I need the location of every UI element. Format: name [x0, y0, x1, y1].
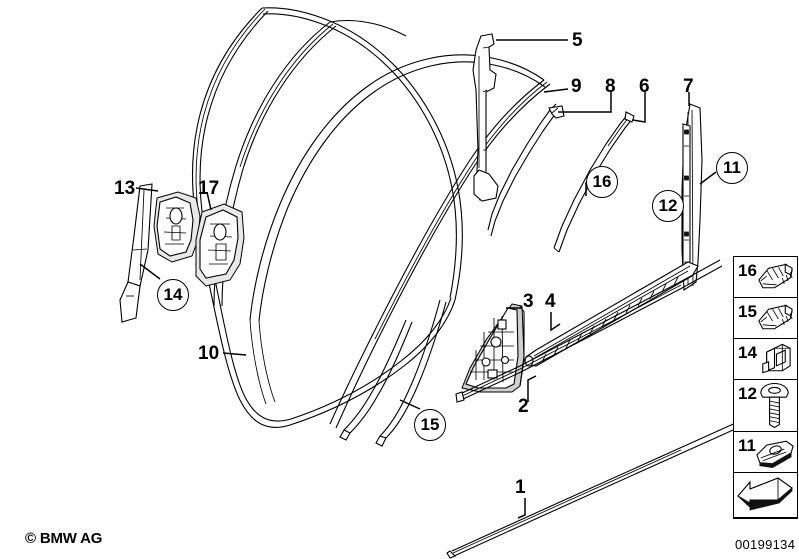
diagram-id: 00199134 — [735, 537, 796, 552]
screw-icon — [760, 382, 789, 429]
part-outer-belt-weatherstrip — [455, 259, 723, 403]
callout-7: 7 — [683, 76, 694, 97]
nut-clip-icon — [756, 440, 794, 469]
callout-circle-12: 12 — [652, 190, 684, 222]
legend-item-11: 11 — [734, 432, 797, 473]
legend-item-14: 14 — [734, 339, 797, 380]
callout-circle-16: 16 — [586, 166, 618, 198]
legend-number-14: 14 — [738, 343, 757, 362]
part-window-guide-rail — [472, 33, 499, 202]
part-window-channel-seal-front — [487, 103, 565, 237]
leader-lines — [135, 39, 717, 519]
legend-item-15: 15 — [734, 298, 797, 339]
legend-panel: 16 15 14 — [733, 256, 798, 519]
part-mirror-triangle-cover — [461, 303, 525, 393]
part-mounting-bracket-right — [195, 203, 245, 287]
callout-8: 8 — [605, 76, 616, 97]
callout-5: 5 — [572, 30, 583, 51]
part-door-window-frame-seal — [249, 54, 551, 429]
callout-17: 17 — [198, 178, 220, 199]
part-mounting-bracket-left — [119, 183, 201, 323]
legend-item-direction — [734, 473, 797, 518]
callout-1: 1 — [515, 477, 526, 498]
clip-strip-icon — [758, 263, 793, 289]
callout-circle-14: 14 — [157, 279, 189, 311]
part-b-pillar-trim-cover — [681, 103, 703, 291]
legend-number-11: 11 — [738, 436, 756, 455]
callout-circle-11: 11 — [716, 152, 748, 184]
legend-item-16: 16 — [734, 257, 797, 298]
callout-10: 10 — [198, 343, 220, 364]
legend-number-16: 16 — [738, 261, 757, 280]
part-door-sill-trim-strip — [446, 411, 763, 559]
callout-circle-15: 15 — [414, 409, 446, 441]
callout-3: 3 — [523, 291, 534, 312]
callout-4: 4 — [545, 291, 556, 312]
legend-item-12: 12 — [734, 380, 797, 432]
legend-number-12: 12 — [738, 384, 757, 403]
callout-2: 2 — [518, 396, 529, 417]
callout-13: 13 — [114, 178, 136, 199]
part-lower-seal-strip — [339, 299, 447, 447]
legend-number-15: 15 — [738, 302, 757, 321]
callout-6: 6 — [639, 76, 650, 97]
bracket-clip-icon — [762, 343, 791, 374]
copyright-notice: © BMW AG — [25, 530, 103, 547]
direction-arrow-icon — [737, 477, 793, 511]
callout-9: 9 — [571, 76, 582, 97]
clip-strip-icon — [758, 304, 793, 330]
part-door-body-weatherstrip — [192, 7, 463, 428]
